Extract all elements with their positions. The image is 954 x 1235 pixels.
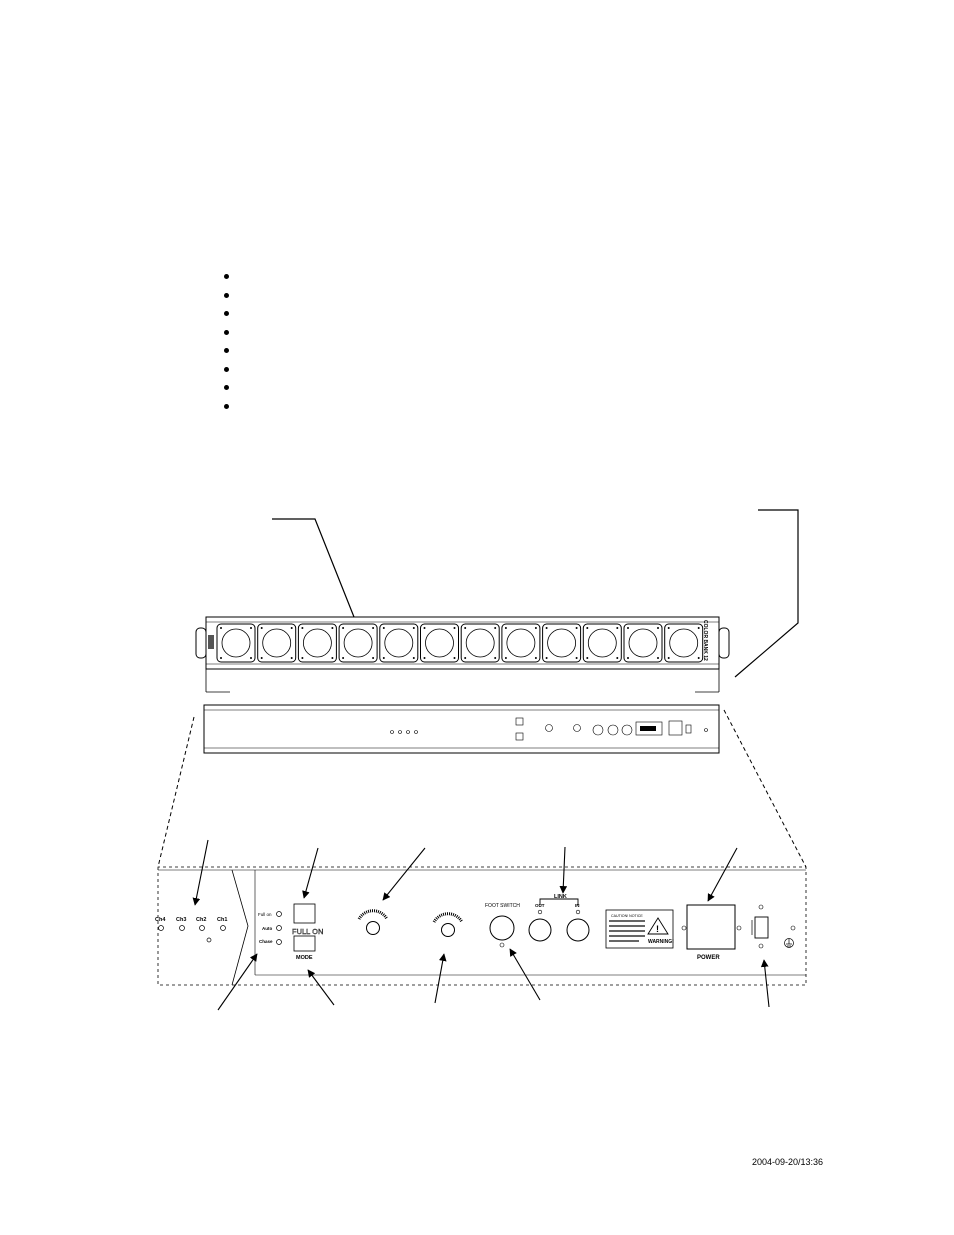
lamp-module xyxy=(623,623,663,663)
mini-jacks xyxy=(592,724,633,736)
lamp-module xyxy=(542,623,582,663)
full-on-button[interactable] xyxy=(293,903,316,924)
sensitivity-knob[interactable] xyxy=(432,912,464,937)
lamp-module xyxy=(216,623,256,663)
mini-buttons xyxy=(515,717,524,741)
mini-power-switch xyxy=(668,720,683,736)
lamp-module xyxy=(257,623,297,663)
power-label: POWER xyxy=(697,955,720,961)
arrow-sensitivity-knob xyxy=(434,953,447,1004)
lamp-module xyxy=(582,623,622,663)
zoom-lines xyxy=(157,709,807,868)
warning-title: WARNING! xyxy=(648,939,674,945)
rear-panel-overview xyxy=(203,704,720,754)
full-on-label: FULL ON xyxy=(292,927,323,936)
footer-timestamp: 2004-09-20/13:36 xyxy=(752,1157,824,1167)
led-bar-front-view: COLOR BANK 12 xyxy=(195,616,730,693)
arrow-power-switch xyxy=(707,847,738,902)
lamp-module xyxy=(338,623,378,663)
svg-text:!: ! xyxy=(656,924,659,934)
mode-led xyxy=(276,939,282,945)
fuse-holder[interactable] xyxy=(751,904,769,949)
channel-led xyxy=(179,925,185,931)
top-callout-lines xyxy=(272,509,799,678)
link-out-label: OUT xyxy=(535,903,545,908)
callout-arrows xyxy=(192,839,770,1011)
channel-label: Ch3 xyxy=(176,917,186,923)
power-switch[interactable] xyxy=(686,904,736,950)
mode-led-label: Chase xyxy=(259,939,273,944)
mode-label: MODE xyxy=(296,955,313,961)
arrow-foot-switch xyxy=(509,948,541,1001)
side-callout-line xyxy=(734,509,799,678)
arrow-fuse-holder xyxy=(760,959,770,1008)
warning-sticker: CAUTION! NOTICE ! WARNING! xyxy=(605,909,674,949)
link-in-label: IN xyxy=(575,903,580,908)
link-in-jack[interactable] xyxy=(566,918,590,942)
foot-switch-label: FOOT SWITCH xyxy=(485,903,520,909)
warning-triangle-icon xyxy=(647,917,669,935)
channel-led xyxy=(220,925,226,931)
link-out-jack[interactable] xyxy=(528,918,552,942)
channel-label: Ch1 xyxy=(217,917,227,923)
mode-led-label: Auto xyxy=(262,926,272,931)
lamp-module xyxy=(297,623,337,663)
svg-text:CAUTION! NOTICE: CAUTION! NOTICE xyxy=(611,914,643,918)
foot-switch-jack[interactable] xyxy=(489,915,515,941)
mini-channel-leds xyxy=(390,730,418,734)
rear-panel-detail: Ch4 Ch3 Ch2 Ch1 Full on Auto Chase xyxy=(155,866,807,986)
channel-label: Ch4 xyxy=(155,917,166,923)
arrow-channel-leds xyxy=(192,839,209,906)
link-bracket xyxy=(539,898,579,905)
channel-leds: Ch4 Ch3 Ch2 Ch1 xyxy=(155,917,227,943)
arrow-speed-knob xyxy=(382,847,426,901)
mode-led-label: Full on xyxy=(258,912,272,917)
right-bracket xyxy=(718,627,730,659)
panel-break-line xyxy=(231,869,249,986)
bar-badge xyxy=(208,635,214,649)
arrow-mode-button xyxy=(307,969,335,1006)
bar-model-label: COLOR BANK 12 xyxy=(702,620,708,661)
mini-knobs xyxy=(545,724,581,732)
lamp-module xyxy=(501,623,541,663)
arrow-full-on-button xyxy=(302,847,319,899)
left-bracket xyxy=(195,627,207,659)
lamp-callout-line xyxy=(272,518,355,618)
lamp-module xyxy=(379,623,419,663)
mode-led xyxy=(276,925,282,931)
arrow-link xyxy=(559,846,568,894)
link-label: LINK xyxy=(554,894,567,900)
mode-led xyxy=(276,911,282,917)
mode-button[interactable] xyxy=(293,935,316,952)
channel-led xyxy=(199,925,205,931)
ground-icon xyxy=(784,925,796,948)
channel-label: Ch2 xyxy=(196,917,206,923)
lamp-row xyxy=(216,623,704,663)
channel-led xyxy=(158,925,164,931)
speed-knob[interactable] xyxy=(357,909,389,935)
rear-panel-housing xyxy=(203,704,720,754)
lamp-module xyxy=(420,623,459,663)
lamp-module xyxy=(460,623,500,663)
arrow-mode-leds xyxy=(217,953,258,1011)
mode-leds: Full on Auto Chase xyxy=(258,911,282,945)
lamp-module xyxy=(664,623,704,663)
